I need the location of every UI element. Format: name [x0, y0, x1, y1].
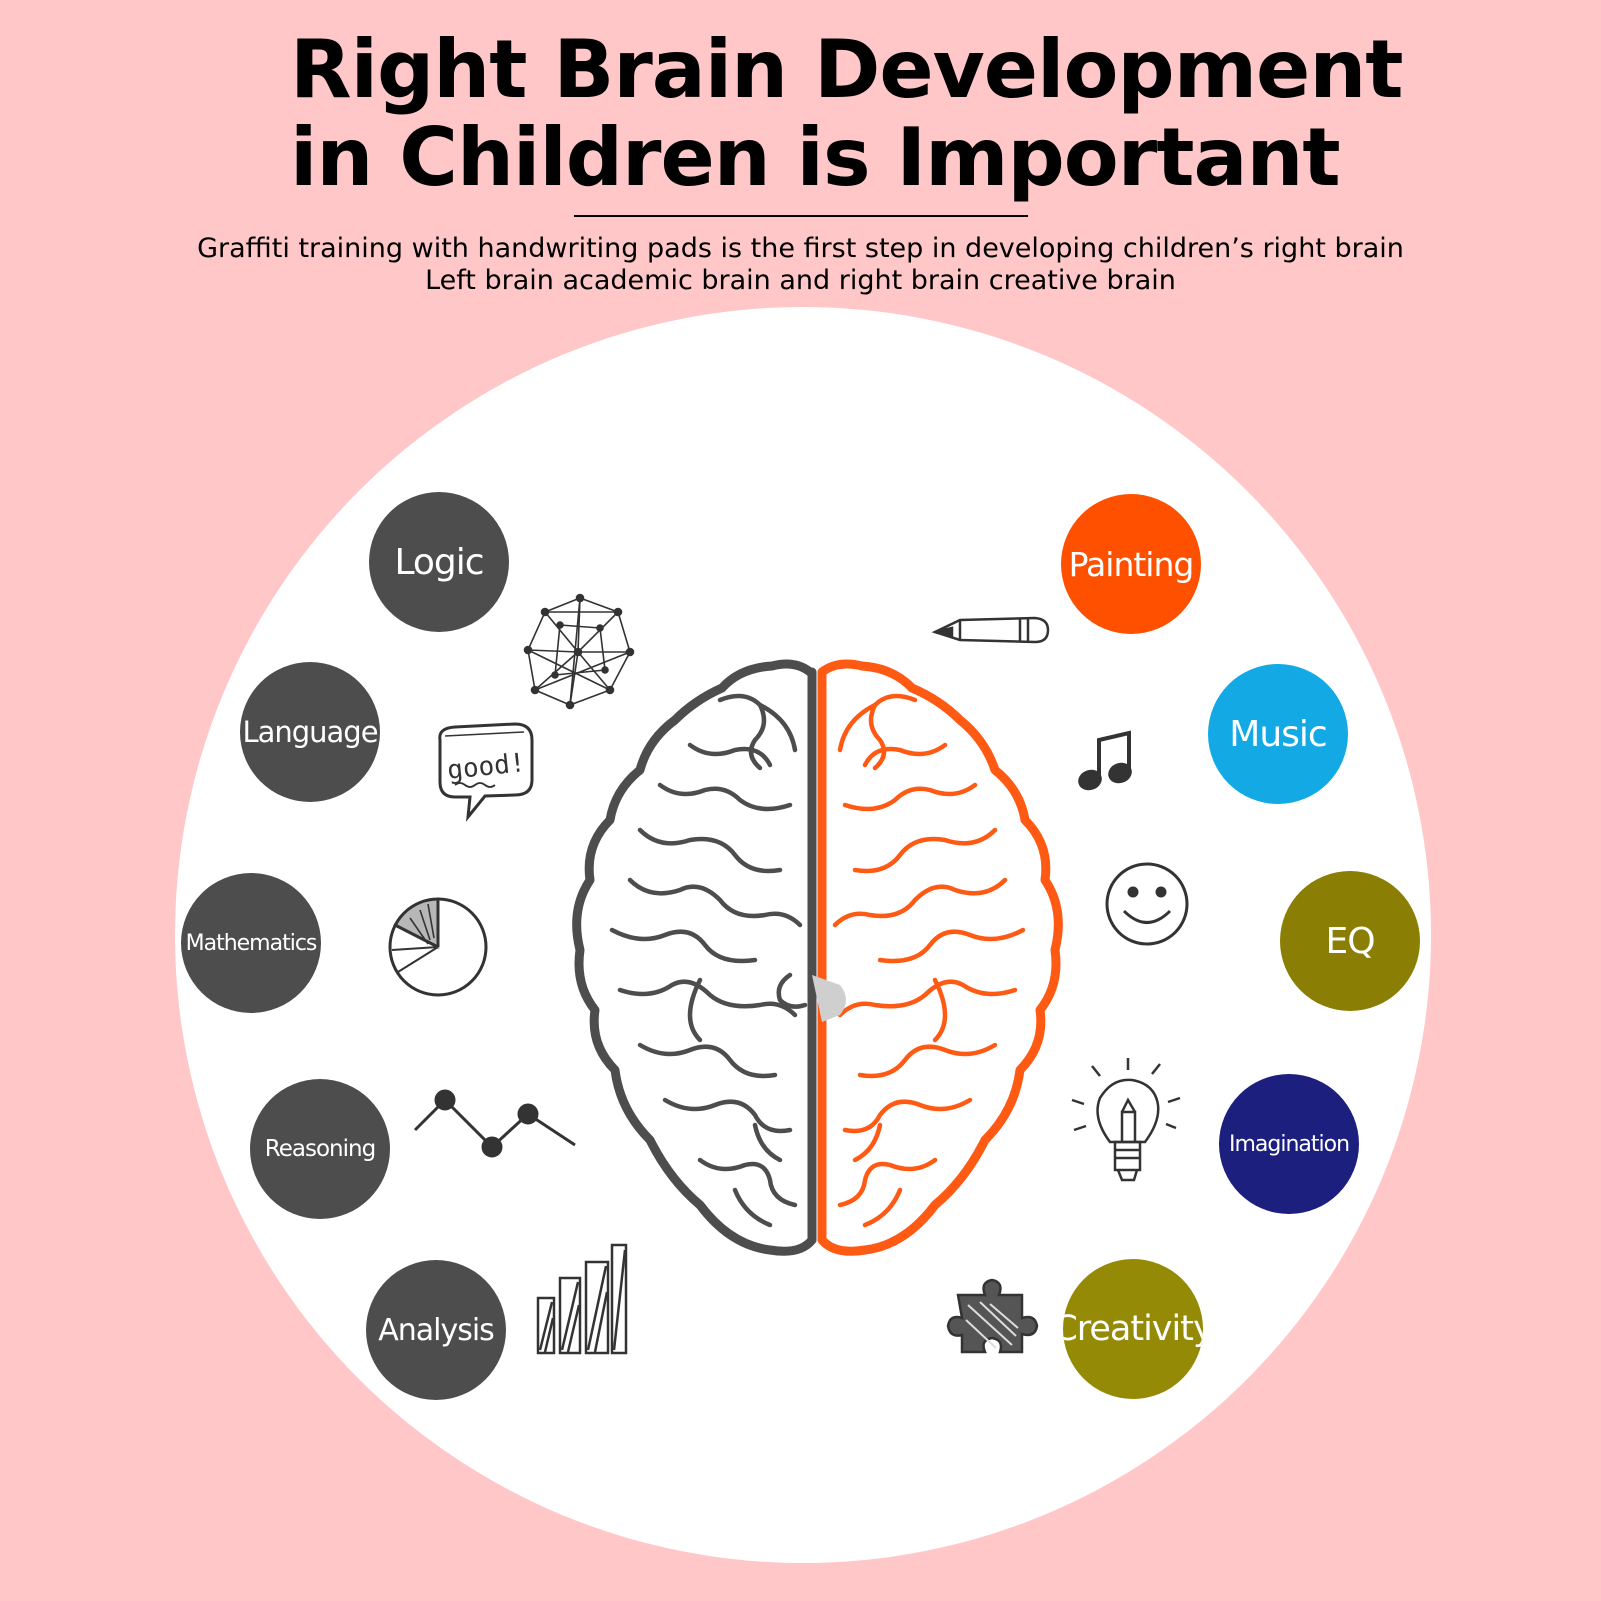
subtitle-line-2: Left brain academic brain and right brai… — [425, 265, 1176, 296]
creativity-label: Creativity — [1063, 1309, 1203, 1349]
analysis-label: Analysis — [378, 1312, 495, 1348]
painting-label: Painting — [1068, 544, 1195, 584]
page-title: Right Brain Development in Children is I… — [290, 23, 1404, 204]
music-circle: Music — [1208, 664, 1348, 804]
imagination-circle: Imagination — [1219, 1074, 1359, 1214]
title-line-2: in Children is Important — [290, 111, 1341, 204]
painting-circle: Painting — [1061, 494, 1201, 634]
language-label: Language — [242, 715, 378, 749]
logic-circle: Logic — [369, 492, 509, 632]
imagination-label: Imagination — [1228, 1131, 1350, 1157]
title-line-1: Right Brain Development — [290, 23, 1404, 116]
eq-circle: EQ — [1280, 871, 1420, 1011]
logic-label: Logic — [394, 541, 484, 583]
white-circle-backdrop — [175, 307, 1431, 1563]
reasoning-label: Reasoning — [264, 1136, 376, 1162]
subtitle-line-1: Graffiti training with handwriting pads … — [197, 233, 1404, 264]
title-divider — [574, 215, 1028, 217]
music-label: Music — [1229, 713, 1327, 755]
creativity-circle: Creativity — [1063, 1259, 1203, 1399]
mathematics-circle: Mathematics — [181, 873, 321, 1013]
mathematics-label: Mathematics — [185, 930, 318, 956]
reasoning-circle: Reasoning — [250, 1079, 390, 1219]
eq-label: EQ — [1325, 920, 1375, 962]
language-circle: Language — [240, 662, 380, 802]
analysis-circle: Analysis — [366, 1260, 506, 1400]
